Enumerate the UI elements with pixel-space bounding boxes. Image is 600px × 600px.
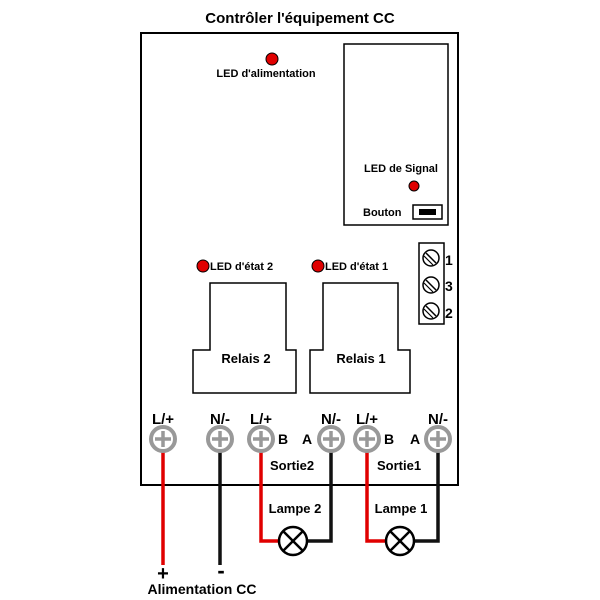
contact-label-b-left: B bbox=[278, 431, 288, 447]
terminal-label-4: N/- bbox=[321, 411, 341, 428]
terminal-2 bbox=[206, 425, 234, 453]
wire-lamp1-live bbox=[365, 439, 386, 543]
status-led-2-label: LED d'état 2 bbox=[210, 261, 273, 273]
status-led-1-label: LED d'état 1 bbox=[325, 261, 388, 273]
side-terminal-2 bbox=[422, 302, 440, 320]
receiver-module bbox=[343, 43, 449, 226]
wire-lamp2-neutral bbox=[307, 439, 333, 543]
contact-label-a-right: A bbox=[410, 431, 420, 447]
wire-lamp2-live bbox=[259, 439, 279, 543]
terminal-1 bbox=[149, 425, 177, 453]
contact-label-b-right: B bbox=[384, 431, 394, 447]
power-plus-symbol: + bbox=[157, 563, 169, 585]
terminal-5 bbox=[353, 425, 381, 453]
lamp-1-icon bbox=[384, 525, 416, 557]
diagram-title: Contrôler l'équipement CC bbox=[205, 10, 395, 27]
terminal-4 bbox=[317, 425, 345, 453]
lamp-2-icon bbox=[277, 525, 309, 557]
power-led bbox=[265, 52, 279, 66]
contact-label-a-mid: A bbox=[302, 431, 312, 447]
terminal-label-6: N/- bbox=[428, 411, 448, 428]
relay-2-label: Relais 2 bbox=[221, 351, 270, 366]
terminal-label-3: L/+ bbox=[250, 411, 272, 428]
side-terminal-label-2: 2 bbox=[445, 305, 453, 321]
power-supply-label: Alimentation CC bbox=[148, 581, 257, 597]
relay-1 bbox=[309, 282, 411, 394]
power-led-label: LED d'alimentation bbox=[216, 68, 315, 80]
output-1-label: Sortie1 bbox=[377, 458, 421, 473]
side-terminal-3 bbox=[422, 276, 440, 294]
terminal-label-2: N/- bbox=[210, 411, 230, 428]
signal-led-label: LED de Signal bbox=[364, 163, 438, 175]
terminal-3 bbox=[247, 425, 275, 453]
button-label: Bouton bbox=[363, 207, 402, 219]
side-terminal-label-3: 3 bbox=[445, 278, 453, 294]
status-led-1 bbox=[311, 259, 325, 273]
terminal-6 bbox=[424, 425, 452, 453]
terminal-label-5: L/+ bbox=[356, 411, 378, 428]
signal-led bbox=[408, 180, 420, 192]
lamp-2-label: Lampe 2 bbox=[269, 501, 322, 516]
relay-2 bbox=[192, 282, 297, 394]
status-led-2 bbox=[196, 259, 210, 273]
learn-button-slider bbox=[419, 209, 436, 215]
relay-1-label: Relais 1 bbox=[336, 351, 385, 366]
output-2-label: Sortie2 bbox=[270, 458, 314, 473]
side-terminal-label-1: 1 bbox=[445, 252, 453, 268]
power-minus-symbol: - bbox=[217, 558, 224, 583]
lamp-1-label: Lampe 1 bbox=[375, 501, 428, 516]
side-terminal-1 bbox=[422, 249, 440, 267]
wire-lamp1-neutral bbox=[415, 439, 440, 543]
terminal-label-1: L/+ bbox=[152, 411, 174, 428]
